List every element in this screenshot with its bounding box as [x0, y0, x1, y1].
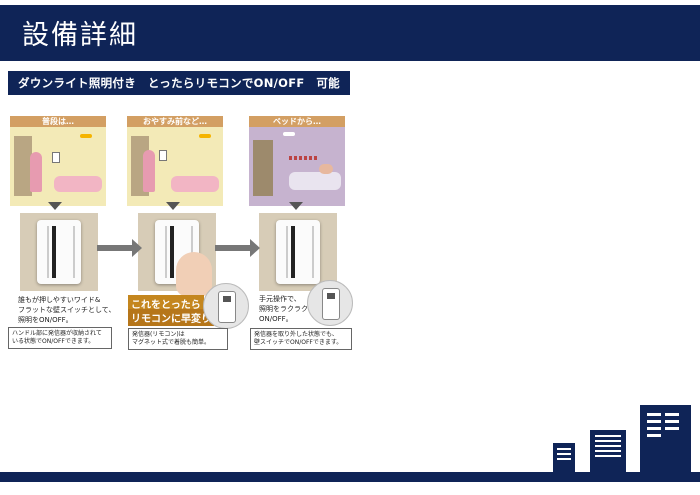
down-arrow-icon	[166, 202, 180, 210]
light-switch-icon	[159, 150, 167, 161]
switch-wall-1	[20, 213, 98, 291]
down-arrow-icon	[289, 202, 303, 210]
person-icon	[143, 150, 155, 192]
page-title: 設備詳細	[22, 20, 138, 51]
scene-panel-normal: 普段は…	[10, 116, 106, 206]
wall-switch	[276, 220, 320, 284]
hand-illustration	[176, 252, 212, 296]
ceiling-light-icon	[199, 134, 211, 138]
remote-control-icon	[307, 280, 353, 326]
bed-illustration	[171, 176, 219, 192]
ceiling-light-icon	[80, 134, 92, 138]
building-icon	[640, 405, 691, 473]
remote-signal-icon	[289, 156, 319, 160]
header-bar: 設備詳細	[0, 5, 700, 61]
scene-label-normal: 普段は…	[10, 116, 106, 127]
section-subtitle: ダウンライト照明付き とったらリモコンでON/OFF 可能	[8, 71, 350, 95]
scene-panel-before-sleep: おやすみ前など…	[127, 116, 223, 206]
building-icon	[590, 430, 626, 473]
ceiling-light-icon	[283, 132, 295, 136]
switch-wall-3	[259, 213, 337, 291]
person-icon	[30, 152, 42, 192]
description-wall-switch: 誰もが押しやすいワイド& フラットな壁スイッチとして、 照明をON/OFF。	[18, 296, 116, 324]
scene-panel-from-bed: ベッドから…	[249, 116, 345, 206]
light-switch-icon	[52, 152, 60, 163]
right-arrow-icon	[215, 239, 260, 257]
badge-remote: リモコンに早変り	[128, 309, 214, 326]
door-illustration	[253, 140, 273, 196]
footer-bar	[0, 472, 700, 482]
description-remote: 手元操作で、 照明をラクラク ON/OFF。	[259, 295, 308, 323]
badge-take-off: これをとったら	[128, 295, 204, 312]
wall-switch	[37, 220, 81, 284]
door-illustration	[14, 136, 32, 196]
building-icon	[553, 443, 575, 473]
person-icon	[319, 164, 333, 174]
bed-illustration	[289, 172, 341, 190]
note-handle: ハンドル部に発信器が収納されて いる状態でON/OFFできます。	[8, 327, 112, 349]
right-arrow-icon	[97, 239, 142, 257]
scene-label-before-sleep: おやすみ前など…	[127, 116, 223, 127]
note-magnet: 発信器(リモコン)は マグネット式で着脱も簡単。	[128, 328, 228, 350]
remote-control-icon	[203, 283, 249, 329]
down-arrow-icon	[48, 202, 62, 210]
bed-illustration	[54, 176, 102, 192]
scene-label-from-bed: ベッドから…	[249, 116, 345, 127]
note-detached: 発信器を取り外した状態でも、 壁スイッチでON/OFFできます。	[250, 328, 352, 350]
